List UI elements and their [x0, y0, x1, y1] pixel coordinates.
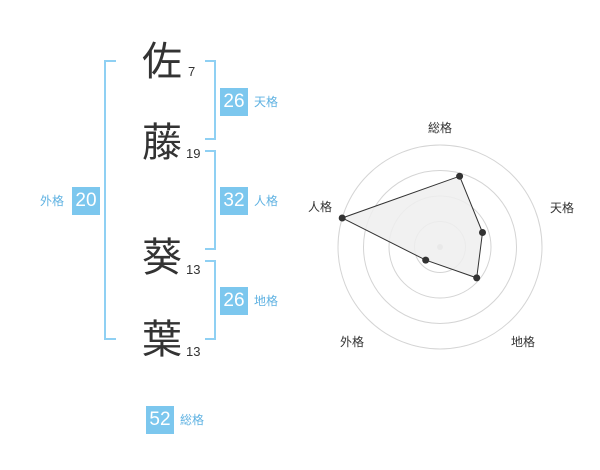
name-char-3: 葵: [142, 235, 182, 281]
radar-point-5: [338, 214, 346, 222]
radar-axis-label-2: 天格: [550, 200, 574, 215]
tenkaku-label: 天格: [254, 95, 279, 109]
gaikaku-label: 外格: [40, 194, 65, 208]
radar-ring-3: [363, 170, 517, 324]
tenkaku-bracket: [205, 60, 216, 140]
name-char-1: 佐: [142, 39, 182, 85]
radar-ring-4: [337, 144, 543, 350]
name-char-2: 藤: [142, 120, 182, 166]
radar-axis-label-4: 外格: [340, 334, 364, 349]
radar-point-1: [456, 172, 464, 180]
radar-value-polygon: [340, 175, 484, 279]
stroke-count-4: 13: [186, 344, 201, 359]
soukaku-label: 総格: [180, 413, 205, 427]
stroke-count-1: 7: [188, 64, 196, 79]
chikaku-label: 地格: [254, 294, 279, 308]
name-char-4: 葉: [142, 317, 182, 363]
radar-point-2: [479, 229, 486, 236]
soukaku-value-badge: 52: [146, 406, 174, 434]
jinkaku-value-badge: 32: [220, 187, 248, 215]
radar-axis-label-3: 地格: [511, 334, 535, 349]
stroke-count-2: 19: [186, 146, 201, 161]
chikaku-value-badge: 26: [220, 287, 248, 315]
stroke-count-3: 13: [186, 262, 201, 277]
radar-point-3: [473, 274, 481, 282]
jinkaku-label: 人格: [254, 194, 279, 208]
chikaku-bracket: [205, 260, 216, 340]
tenkaku-value-badge: 26: [220, 88, 248, 116]
radar-axis-label-1: 総格: [428, 120, 452, 135]
radar-point-4: [422, 256, 430, 264]
gaikaku-bracket: [104, 60, 116, 340]
gaikaku-value-badge: 20: [72, 187, 100, 215]
radar-axis-label-5: 人格: [308, 199, 332, 214]
jinkaku-bracket: [205, 150, 216, 250]
